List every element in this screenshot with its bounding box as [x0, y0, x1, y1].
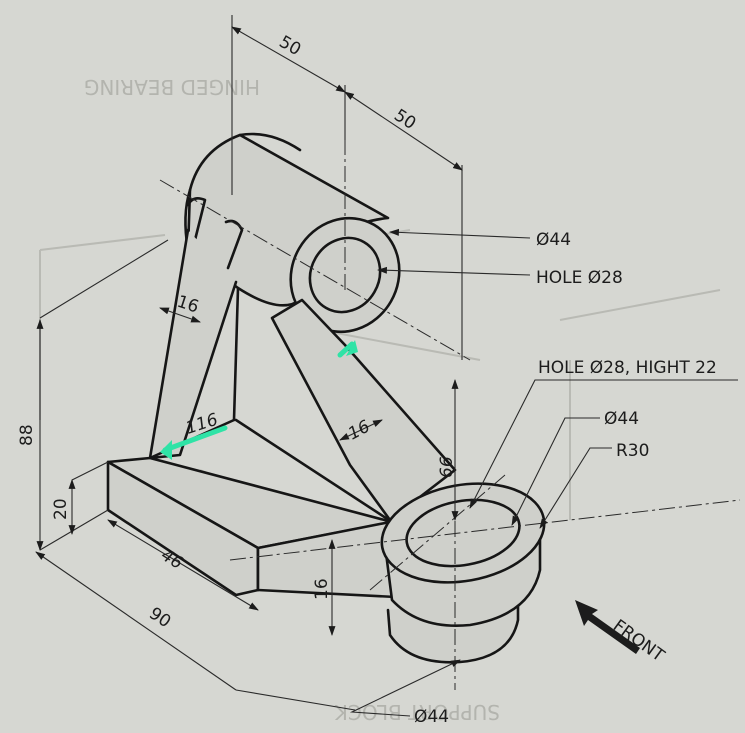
- left-rib-front-edge: [232, 286, 240, 422]
- dim-top-width-1: 50: [276, 32, 305, 60]
- green-arrow-icon: [162, 425, 228, 453]
- ghost-heading-top: HINGED BEARING: [84, 75, 260, 99]
- dim-top-width-2: 50: [390, 105, 419, 134]
- green-arrow-icon: [337, 341, 355, 358]
- dim-base-height: 20: [51, 498, 71, 520]
- background-bleed: HINGED BEARING SUPPORT BLOCK: [39, 75, 721, 724]
- dim-boss-height: 16: [312, 578, 332, 600]
- dimension-lines: [35, 15, 738, 717]
- callout-boss-hole: HOLE Ø28, HIGHT 22: [538, 358, 717, 378]
- callout-boss-radius: R30: [616, 441, 649, 461]
- callout-top-hole: HOLE Ø28: [536, 268, 623, 288]
- top-cylinder-back-edge: [238, 132, 302, 152]
- dim-overall-height: 88: [17, 424, 37, 446]
- callout-boss-diameter: Ø44: [604, 409, 639, 429]
- callout-top-diameter: Ø44: [536, 230, 571, 250]
- green-arrow-icon: [160, 440, 172, 460]
- arrow-up-left-icon: [575, 600, 640, 654]
- green-arrow-icon: [346, 340, 358, 356]
- right-web: [270, 298, 457, 522]
- right-web-inner-edge: [234, 418, 394, 524]
- highlight-marks: [160, 340, 358, 460]
- labels: 50 50 16 116 16 66 88 20 46 90 16 Ø44 HO…: [17, 32, 717, 727]
- left-rib: [148, 228, 238, 460]
- top-cylinder-slot-2: [224, 219, 244, 270]
- dim-base-length: 90: [145, 604, 174, 633]
- ghost-heading-bottom: SUPPORT BLOCK: [334, 700, 500, 724]
- dim-vertical-66: 66: [437, 456, 457, 478]
- front-view-indicator: [575, 600, 640, 654]
- callout-bottom-diameter: Ø44: [414, 707, 449, 727]
- top-cylinder-slot-1: [186, 197, 207, 242]
